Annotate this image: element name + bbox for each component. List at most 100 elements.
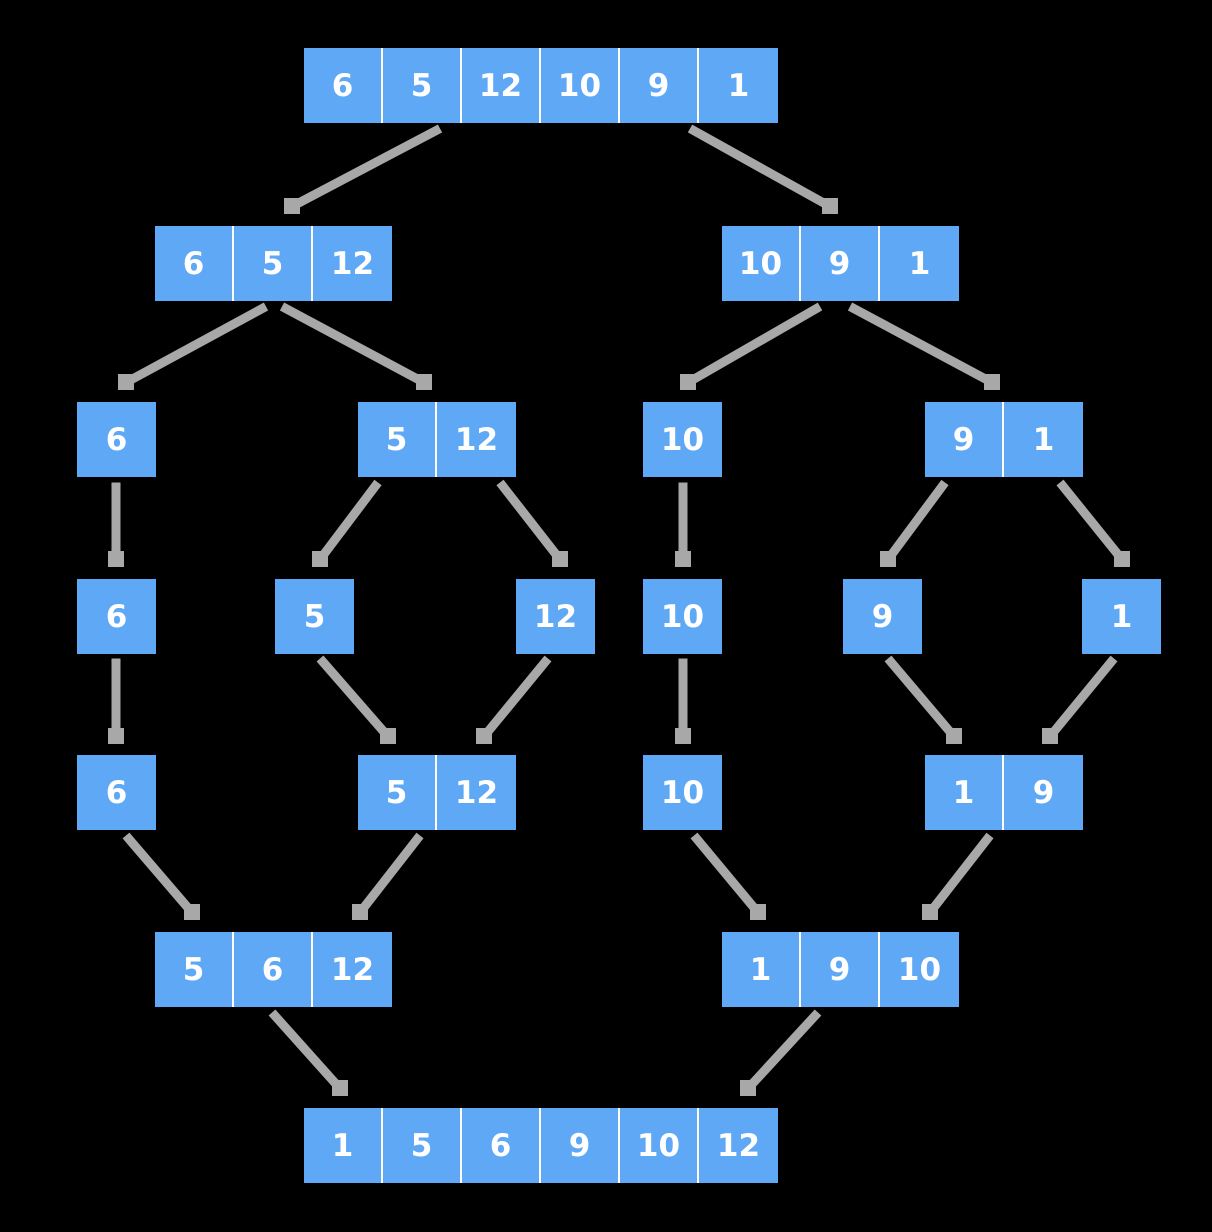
tree-edge-arrowhead [675, 728, 691, 744]
array-cell: 1 [1004, 402, 1083, 477]
array-cell: 1 [925, 755, 1004, 830]
array-cell: 5 [155, 932, 234, 1007]
tree-edge-arrowhead [880, 551, 896, 567]
tree-edge [678, 482, 688, 559]
tree-edge [678, 658, 688, 736]
tree-edge [884, 655, 958, 739]
array-cell: 5 [383, 1108, 462, 1183]
tree-edge-arrowhead [1114, 551, 1130, 567]
tree-edge [316, 655, 392, 739]
tree-edge [1056, 479, 1126, 562]
array-cell: 9 [801, 226, 880, 301]
array-cell: 5 [358, 755, 437, 830]
array-cell: 6 [304, 48, 383, 123]
array-cell: 12 [437, 755, 516, 830]
array-node: 6 [77, 579, 156, 654]
tree-edge-arrowhead [108, 728, 124, 744]
array-cell: 6 [462, 1108, 541, 1183]
array-cell: 5 [234, 226, 313, 301]
tree-edge [884, 479, 949, 562]
array-cell: 5 [275, 579, 354, 654]
array-node: 10 [643, 579, 722, 654]
tree-edge [111, 658, 121, 736]
array-cell: 10 [643, 579, 722, 654]
tree-edge-arrowhead [416, 374, 432, 390]
array-cell: 9 [843, 579, 922, 654]
array-node: 10 [643, 402, 722, 477]
tree-edge-arrowhead [552, 551, 568, 567]
tree-edge [289, 124, 443, 210]
tree-edge [279, 302, 427, 386]
tree-edge-arrowhead [946, 728, 962, 744]
array-cell: 9 [801, 932, 880, 1007]
array-node: 10 [643, 755, 722, 830]
array-cell: 10 [620, 1108, 699, 1183]
tree-edge-arrowhead [332, 1080, 348, 1096]
array-cell: 6 [155, 226, 234, 301]
tree-edge [685, 302, 823, 386]
tree-edge [496, 479, 564, 562]
array-cell: 1 [699, 48, 778, 123]
array-node: 5 [275, 579, 354, 654]
tree-edge-arrowhead [118, 374, 134, 390]
array-cell: 12 [313, 932, 392, 1007]
array-cell: 12 [313, 226, 392, 301]
tree-edge-arrowhead [352, 904, 368, 920]
array-cell: 6 [77, 755, 156, 830]
array-cell: 10 [722, 226, 801, 301]
tree-edge-arrowhead [184, 904, 200, 920]
tree-edge-arrowhead [312, 551, 328, 567]
array-cell: 9 [1004, 755, 1083, 830]
tree-edge-arrowhead [675, 551, 691, 567]
array-cell: 6 [234, 932, 313, 1007]
array-cell: 6 [77, 579, 156, 654]
array-cell: 9 [541, 1108, 620, 1183]
tree-edge [123, 302, 269, 386]
tree-edge-arrowhead [822, 198, 838, 214]
tree-edge-arrowhead [108, 551, 124, 567]
tree-edge [926, 832, 994, 915]
array-node: 12 [516, 579, 595, 654]
tree-edge-arrowhead [922, 904, 938, 920]
tree-edge-arrowhead [984, 374, 1000, 390]
tree-edge [480, 655, 552, 739]
array-cell: 12 [516, 579, 595, 654]
tree-edge [1046, 655, 1118, 739]
tree-edge [687, 124, 833, 210]
tree-edge [744, 1008, 822, 1092]
tree-edge-arrowhead [740, 1080, 756, 1096]
array-cell: 5 [383, 48, 462, 123]
array-node: 6 [77, 402, 156, 477]
array-cell: 1 [722, 932, 801, 1007]
array-cell: 5 [358, 402, 437, 477]
array-cell: 1 [1082, 579, 1161, 654]
array-cell: 12 [437, 402, 516, 477]
tree-edge [847, 302, 995, 386]
array-node: 6 [77, 755, 156, 830]
array-cell: 10 [643, 755, 722, 830]
array-cell: 10 [541, 48, 620, 123]
array-cell: 12 [462, 48, 541, 123]
array-cell: 1 [880, 226, 959, 301]
array-node: 9 [843, 579, 922, 654]
array-cell: 9 [925, 402, 1004, 477]
array-cell: 6 [77, 402, 156, 477]
tree-edge-arrowhead [380, 728, 396, 744]
tree-edge [316, 479, 382, 562]
tree-edge [356, 832, 424, 915]
tree-edge-arrowhead [476, 728, 492, 744]
tree-edge-arrowhead [1042, 728, 1058, 744]
array-cell: 10 [643, 402, 722, 477]
array-cell: 9 [620, 48, 699, 123]
tree-edge-arrowhead [284, 198, 300, 214]
